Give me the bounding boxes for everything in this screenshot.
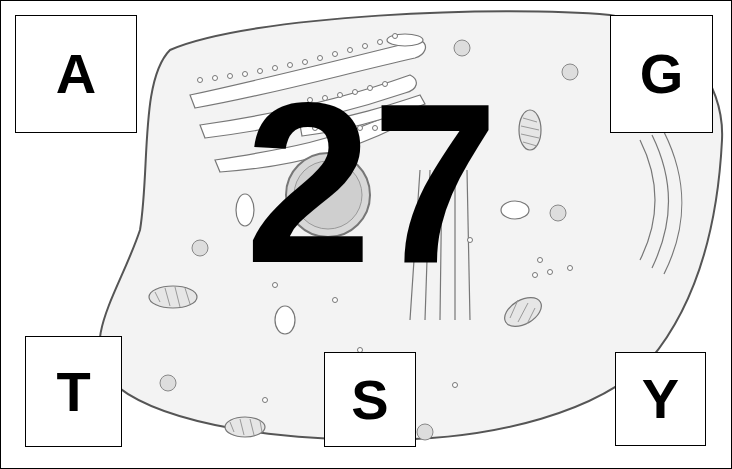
- box-letter: A: [56, 46, 96, 102]
- box-letter: S: [351, 372, 388, 428]
- label-box: S: [324, 352, 416, 447]
- label-box: G: [610, 15, 713, 133]
- label-box: Y: [615, 352, 706, 446]
- box-letter: G: [640, 46, 684, 102]
- box-letter: Y: [642, 371, 679, 427]
- box-letter: T: [56, 364, 90, 420]
- label-box: T: [25, 336, 122, 447]
- label-box: A: [15, 15, 137, 133]
- callout-number: 27: [245, 69, 499, 297]
